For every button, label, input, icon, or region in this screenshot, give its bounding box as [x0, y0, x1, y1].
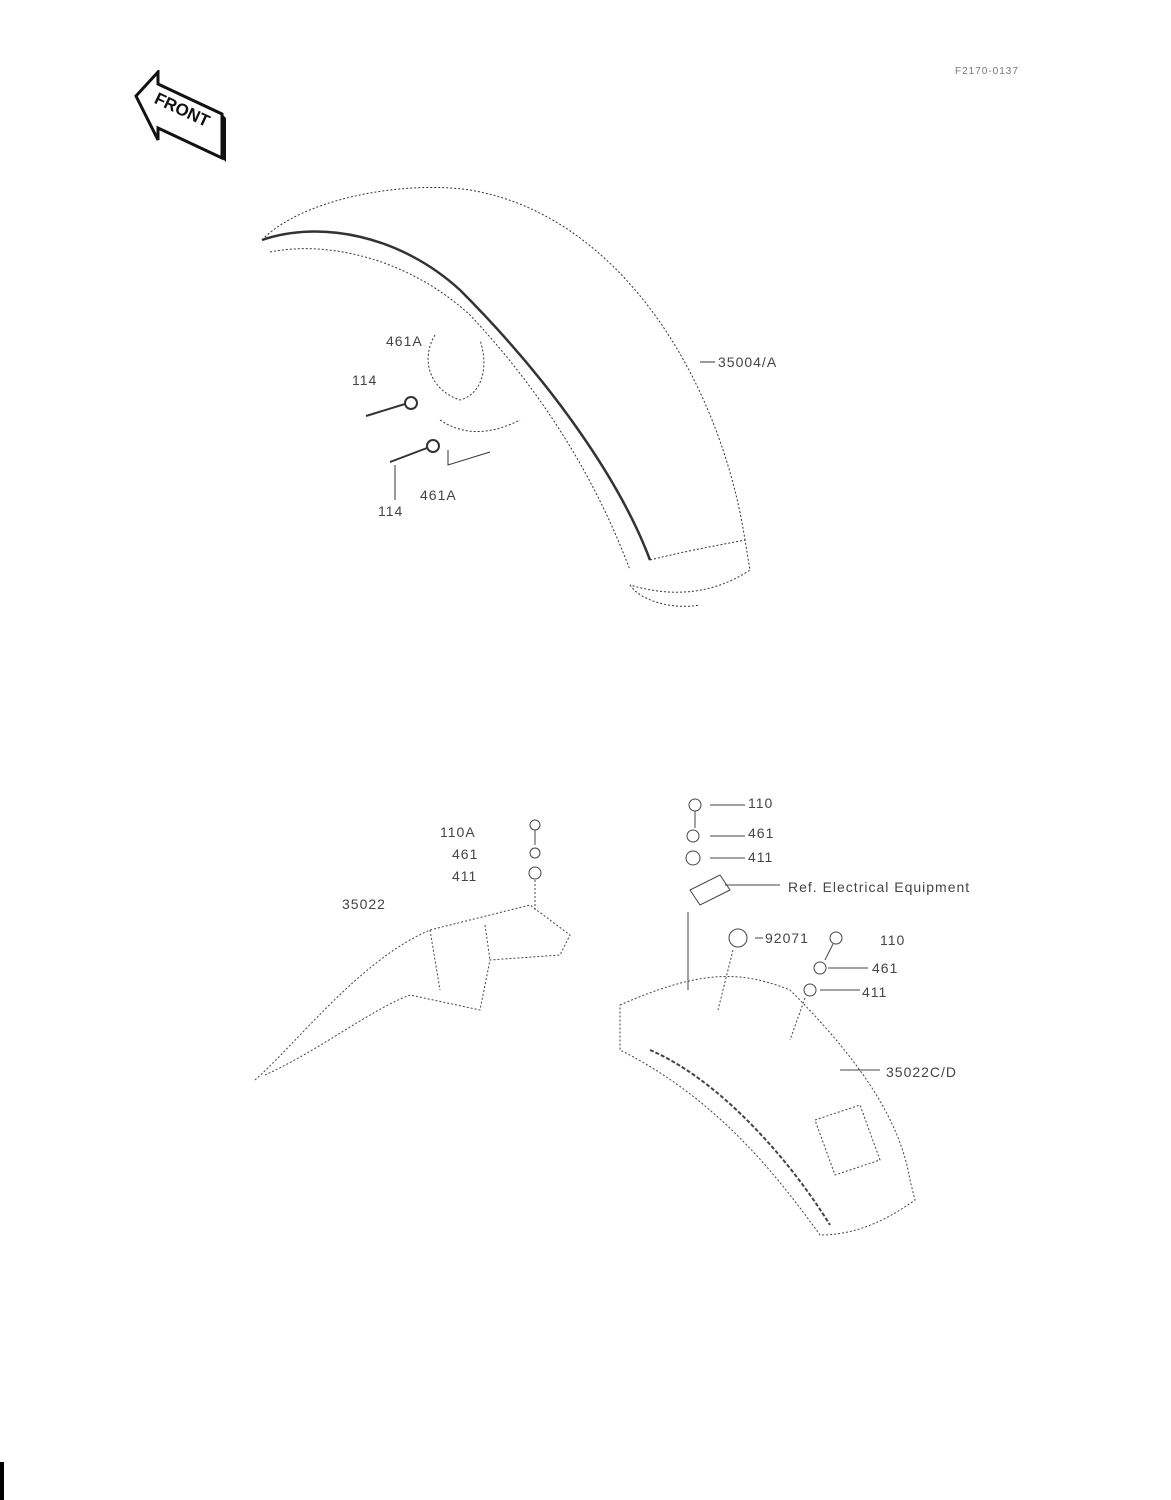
callout-114-lower: 114: [378, 503, 404, 519]
callout-461-top: 461: [748, 825, 775, 841]
rear-fender-right: [619, 798, 916, 1236]
callout-461a-lower: 461A: [420, 487, 457, 503]
callout-110a: 110A: [440, 824, 476, 840]
callout-411-left: 411: [452, 868, 478, 884]
callout-110-top: 110: [748, 795, 774, 811]
front-fender: [261, 186, 751, 607]
callout-461-right: 461: [872, 960, 899, 976]
front-arrow-icon: FRONT: [134, 68, 229, 170]
callout-ref-electrical: Ref. Electrical Equipment: [788, 879, 971, 895]
callout-110-right: 110: [880, 932, 906, 948]
callout-92071: 92071: [765, 930, 809, 946]
diagram-code: F2170-0137: [955, 66, 1019, 77]
part-label-35004: 35004/A: [718, 354, 778, 370]
scan-edge-mark: [0, 1462, 4, 1500]
callout-411-right: 411: [862, 984, 888, 1000]
callout-114-upper: 114: [352, 372, 378, 388]
rear-fender-left: [254, 819, 571, 1081]
callout-461-left: 461: [452, 846, 479, 862]
part-label-35022cd: 35022C/D: [886, 1064, 958, 1080]
callout-461a-upper: 461A: [386, 333, 423, 349]
part-label-35022: 35022: [342, 896, 386, 912]
callout-411-top: 411: [748, 849, 774, 865]
